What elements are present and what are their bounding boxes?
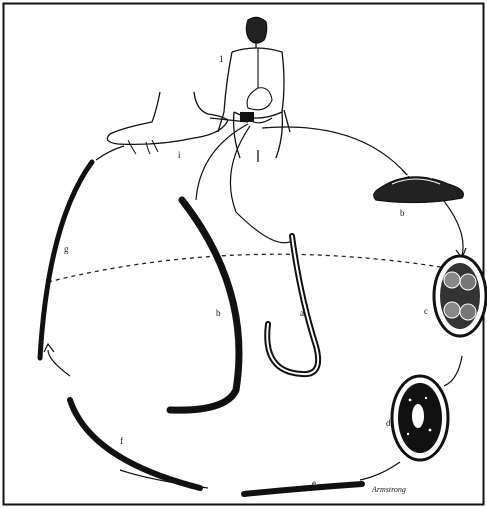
label-larva-f: f bbox=[120, 436, 123, 446]
label-egg-embryo: d bbox=[386, 418, 391, 428]
label-adult-b: b bbox=[216, 308, 221, 318]
egg-four-cell bbox=[434, 256, 486, 336]
artist-signature: Armstrong bbox=[371, 485, 406, 494]
label-feces: b bbox=[400, 208, 405, 218]
label-adult-a: a bbox=[300, 308, 304, 318]
label-egg-four-cell: c bbox=[424, 306, 428, 316]
label-larva-g: g bbox=[64, 244, 69, 254]
label-larva-e: e bbox=[312, 478, 316, 488]
egg-embryo bbox=[392, 376, 448, 460]
label-host: 1 bbox=[219, 54, 224, 64]
